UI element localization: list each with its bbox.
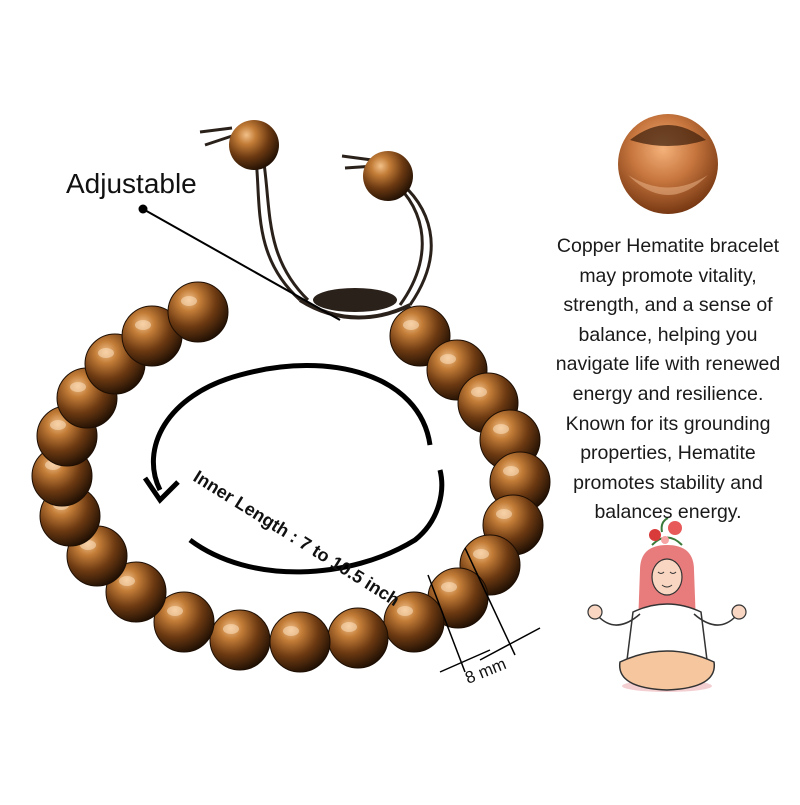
product-description: Copper Hematite bracelet may promote vit… — [555, 235, 781, 524]
bracelet-bead — [269, 611, 331, 673]
bead-highlight — [503, 466, 519, 476]
meditating-woman-icon — [587, 517, 747, 692]
bead-highlight — [50, 420, 66, 430]
bead-highlight — [493, 424, 509, 434]
bead-highlight — [167, 606, 183, 616]
bracelet-bead — [327, 607, 389, 669]
bead-highlight — [397, 606, 413, 616]
bead-highlight — [403, 320, 419, 330]
bracelet-bead — [383, 591, 445, 653]
bead-highlight — [473, 549, 489, 559]
bead-highlight — [496, 509, 512, 519]
cord-end-bead — [229, 120, 279, 170]
bead-highlight — [471, 387, 487, 397]
inner-length-arc — [188, 469, 445, 575]
bead-closeup-icon — [618, 114, 718, 214]
bead-ring — [31, 281, 551, 673]
arrow-head — [142, 476, 180, 504]
adjustable-label: Adjustable — [66, 168, 197, 199]
bead-highlight — [441, 582, 457, 592]
bead-highlight — [181, 296, 197, 306]
bracelet-bead — [209, 609, 271, 671]
inner-length-arrow — [150, 363, 433, 492]
bead-highlight — [119, 576, 135, 586]
bracelet-bead — [153, 591, 215, 653]
inner-length-label: Inner Length : 7 to 10.5 inch — [190, 466, 403, 610]
bracelet-bead — [105, 561, 167, 623]
adjustable-pointer-dot — [138, 204, 148, 214]
cord-end-bead — [363, 151, 413, 201]
bracelet-bead — [167, 281, 229, 343]
bead-size-measure — [427, 547, 541, 673]
bead-highlight — [440, 354, 456, 364]
bead-highlight — [135, 320, 151, 330]
bead-highlight — [70, 382, 86, 392]
sliding-knot — [313, 288, 397, 312]
adjustable-pointer-line — [142, 208, 341, 321]
bead-highlight — [283, 626, 299, 636]
bead-highlight — [341, 622, 357, 632]
bead-highlight — [223, 624, 239, 634]
bead-highlight — [98, 348, 114, 358]
